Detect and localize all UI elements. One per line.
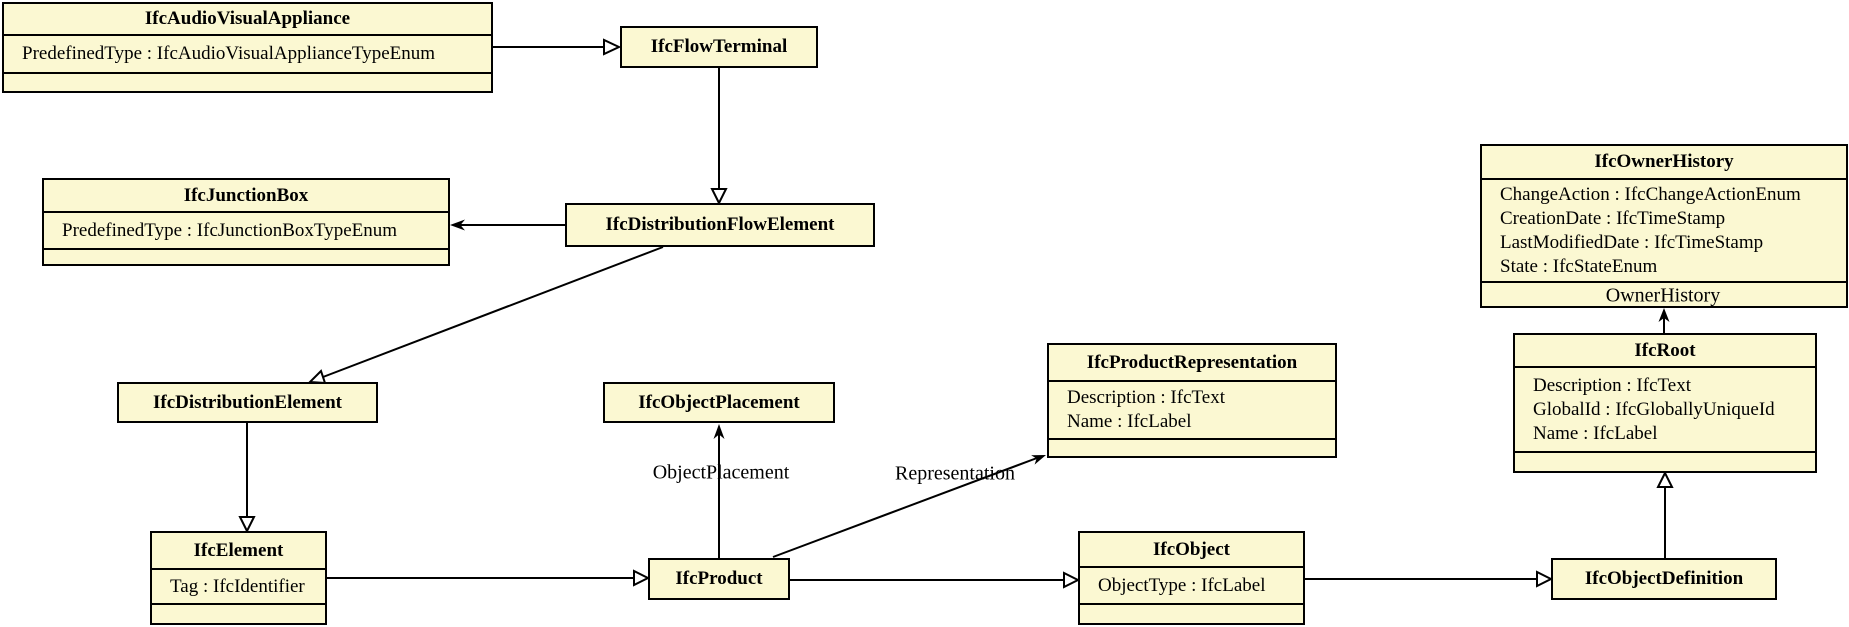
- class-title: IfcFlowTerminal: [650, 36, 788, 57]
- attribute-line: CreationDate : IfcTimeStamp: [1500, 207, 1726, 229]
- edge-element-to-product: [327, 569, 651, 587]
- empty-compartment: [4, 72, 491, 91]
- class-box-ifcownerhistory[interactable]: IfcOwnerHistory ChangeAction : IfcChange…: [1480, 144, 1848, 308]
- empty-compartment: [1080, 603, 1303, 623]
- attributes-compartment: ObjectType : IfcLabel: [1080, 566, 1303, 603]
- class-box-ifcproductrepresentation[interactable]: IfcProductRepresentation Description : I…: [1047, 343, 1337, 458]
- edge-product-objectplacement: [713, 424, 725, 558]
- class-box-ifcdistributionflowelement[interactable]: IfcDistributionFlowElement: [565, 203, 875, 247]
- empty-compartment: [44, 248, 448, 264]
- edge-audiovisualappliance-to-flowterminal: [493, 38, 622, 56]
- class-box-ifcaudiovisualappliance[interactable]: IfcAudioVisualAppliance PredefinedType :…: [2, 2, 493, 93]
- edge-distributionflowelement-to-junctionbox: [450, 219, 565, 231]
- empty-compartment: [1049, 438, 1335, 456]
- attribute-line: LastModifiedDate : IfcTimeStamp: [1500, 231, 1764, 253]
- class-title: IfcProduct: [675, 568, 763, 589]
- class-title: IfcDistributionElement: [153, 391, 342, 413]
- edge-product-representation: [772, 455, 1046, 558]
- edge-distributionflowelement-to-distributionelement: [307, 246, 664, 385]
- class-box-ifcroot[interactable]: IfcRoot Description : IfcText GlobalId :…: [1513, 333, 1817, 473]
- attributes-compartment: PredefinedType : IfcAudioVisualAppliance…: [4, 34, 491, 72]
- edge-objectdefinition-to-root: [1656, 470, 1674, 558]
- attributes-compartment: Description : IfcText GlobalId : IfcGlob…: [1515, 366, 1815, 451]
- attribute-line: ObjectType : IfcLabel: [1098, 574, 1266, 596]
- class-title: IfcAudioVisualAppliance: [144, 8, 351, 29]
- empty-compartment: [1482, 281, 1846, 306]
- edge-label-objectplacement: ObjectPlacement: [652, 461, 790, 484]
- class-box-ifcobjectplacement[interactable]: IfcObjectPlacement: [603, 382, 835, 423]
- edge-label-representation: Representation: [895, 462, 1015, 485]
- class-title: IfcObjectPlacement: [638, 391, 800, 413]
- attribute-line: Name : IfcLabel: [1533, 422, 1658, 444]
- edge-label-ownerhistory: OwnerHistory: [1605, 284, 1721, 307]
- attribute-line: Description : IfcText: [1067, 387, 1226, 408]
- class-box-ifcdistributionelement[interactable]: IfcDistributionElement: [117, 382, 378, 423]
- attribute-line: Description : IfcText: [1533, 374, 1692, 396]
- attribute-line: State : IfcStateEnum: [1500, 255, 1658, 277]
- attribute-line: PredefinedType : IfcAudioVisualAppliance…: [22, 43, 436, 64]
- attribute-line: Tag : IfcIdentifier: [170, 575, 305, 597]
- attribute-line: GlobalId : IfcGloballyUniqueId: [1533, 398, 1775, 420]
- class-title: IfcJunctionBox: [183, 184, 309, 206]
- edge-product-to-object: [790, 571, 1081, 589]
- class-title: IfcObjectDefinition: [1584, 568, 1744, 589]
- class-box-ifcproduct[interactable]: IfcProduct: [648, 558, 790, 600]
- empty-compartment: [152, 603, 325, 623]
- class-box-ifcelement[interactable]: IfcElement Tag : IfcIdentifier: [150, 531, 327, 625]
- attributes-compartment: Tag : IfcIdentifier: [152, 568, 325, 603]
- class-box-ifcflowterminal[interactable]: IfcFlowTerminal: [620, 26, 818, 68]
- attributes-compartment: PredefinedType : IfcJunctionBoxTypeEnum: [44, 211, 448, 248]
- class-title: IfcOwnerHistory: [1594, 151, 1734, 172]
- attribute-line: ChangeAction : IfcChangeActionEnum: [1500, 183, 1801, 205]
- attribute-line: PredefinedType : IfcJunctionBoxTypeEnum: [62, 219, 398, 241]
- edge-distributionelement-to-element: [238, 423, 256, 534]
- attributes-compartment: Description : IfcText Name : IfcLabel: [1049, 380, 1335, 438]
- class-title: IfcElement: [193, 539, 284, 561]
- edge-object-to-objectdefinition: [1305, 570, 1554, 588]
- attribute-line: Name : IfcLabel: [1067, 411, 1192, 432]
- class-title: IfcRoot: [1634, 339, 1696, 361]
- class-box-ifcobjectdefinition[interactable]: IfcObjectDefinition: [1551, 558, 1777, 600]
- class-title: IfcObject: [1152, 538, 1231, 560]
- class-title: IfcProductRepresentation: [1086, 351, 1298, 373]
- empty-compartment: [1515, 451, 1815, 471]
- class-box-ifcobject[interactable]: IfcObject ObjectType : IfcLabel: [1078, 531, 1305, 625]
- attributes-compartment: ChangeAction : IfcChangeActionEnum Creat…: [1482, 178, 1846, 281]
- class-box-ifcjunctionbox[interactable]: IfcJunctionBox PredefinedType : IfcJunct…: [42, 178, 450, 266]
- class-title: IfcDistributionFlowElement: [605, 214, 835, 235]
- edge-flowterminal-to-distributionflowelement: [710, 68, 728, 206]
- edge-root-ownerhistory: [1658, 308, 1670, 333]
